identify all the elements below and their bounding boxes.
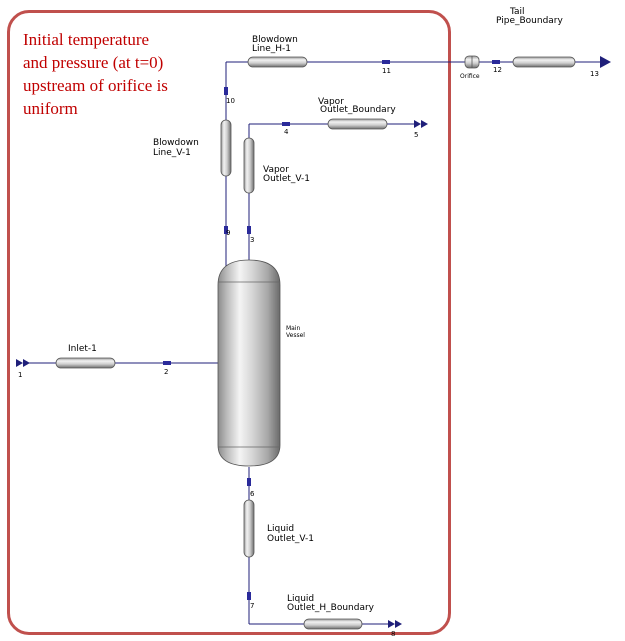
stream-9: 9 [226, 229, 230, 237]
annotation-box [7, 10, 451, 635]
annotation-text: Initial temperature and pressure (at t=0… [23, 30, 168, 118]
stream-13: 13 [590, 70, 599, 78]
stream-8: 8 [391, 630, 395, 638]
vapor-outlet-v1-pipe [243, 137, 255, 194]
stream-3: 3 [250, 236, 254, 244]
stream-12: 12 [493, 66, 502, 74]
stream-2: 2 [164, 368, 168, 376]
stream-lines [28, 61, 600, 625]
liquid-outlet-v1-pipe [243, 499, 255, 558]
stream-4: 4 [284, 128, 289, 136]
stream-11: 11 [382, 67, 391, 75]
inlet-boundary-arrow [16, 359, 30, 367]
stream-5: 5 [414, 131, 418, 139]
stream-7: 7 [250, 602, 254, 610]
inlet-pipe [55, 357, 116, 369]
vapor-boundary-arrow [414, 120, 428, 128]
inlet-label: Inlet-1 [68, 344, 97, 354]
stream-10: 10 [226, 97, 235, 105]
orifice-label: Orifice [460, 73, 480, 80]
stream-numbers: 1 2 3 4 5 6 7 8 9 10 11 12 13 [18, 66, 599, 638]
tail-boundary-arrow [600, 56, 611, 68]
stream-markers [163, 60, 500, 600]
blowdown-h1-pipe [247, 56, 308, 68]
pipes [55, 56, 576, 630]
liquid-outlet-h-pipe [303, 618, 363, 630]
boundary-arrows [16, 56, 611, 628]
stream-6: 6 [250, 490, 255, 498]
tail-pipe [512, 56, 576, 68]
orifice-symbol [464, 55, 480, 69]
vapor-outlet-boundary-pipe [327, 118, 388, 130]
blowdown-v1-pipe [220, 119, 232, 177]
stream-1: 1 [18, 371, 22, 379]
main-vessel [217, 259, 281, 467]
liquid-boundary-arrow [388, 620, 402, 628]
